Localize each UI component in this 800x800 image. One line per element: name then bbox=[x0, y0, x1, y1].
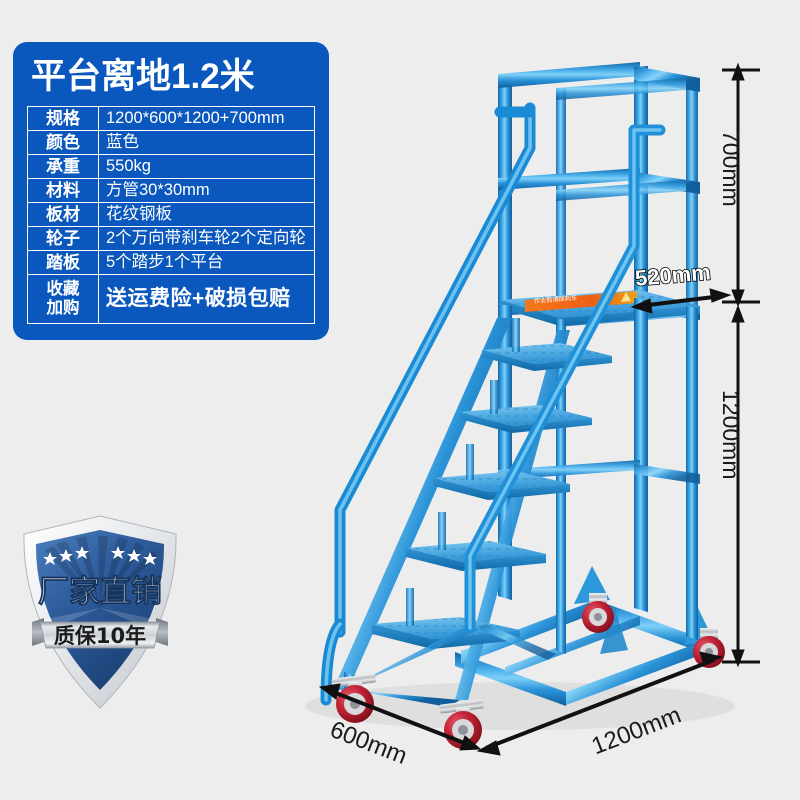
spec-value: 方管30*30mm bbox=[98, 177, 315, 203]
dimension-label-height-lower: 1200mm bbox=[718, 390, 744, 480]
promo-key: 收藏 加购 bbox=[27, 274, 99, 324]
panel-title: 平台离地1.2米 bbox=[31, 57, 255, 96]
badge-banner-text: 质保10年 bbox=[54, 624, 146, 648]
dimension-arrows bbox=[318, 62, 760, 756]
table-row: 颜色 蓝色 bbox=[27, 129, 315, 155]
spec-value: 550kg bbox=[98, 153, 315, 179]
promo-key-line2: 加购 bbox=[46, 298, 80, 317]
spec-value: 蓝色 bbox=[98, 129, 315, 155]
dimension-label-height-upper: 700mm bbox=[718, 130, 744, 207]
table-row: 规格 1200*600*1200+700mm bbox=[27, 105, 315, 131]
promo-key-line1: 收藏 bbox=[46, 280, 80, 299]
promo-row: 收藏 加购 送运费险+破损包赔 bbox=[27, 274, 315, 324]
stair-assembly bbox=[333, 318, 612, 700]
spec-value: 花纹钢板 bbox=[98, 201, 315, 227]
spec-key: 轮子 bbox=[27, 225, 99, 251]
spec-key: 承重 bbox=[27, 153, 99, 179]
svg-text:作业前请踩刹车: 作业前请踩刹车 bbox=[534, 294, 578, 305]
table-row: 板材 花纹钢板 bbox=[27, 201, 315, 227]
table-row: 轮子 2个万向带刹车轮2个定向轮 bbox=[27, 225, 315, 251]
casters bbox=[331, 593, 725, 749]
table-row: 承重 550kg bbox=[27, 153, 315, 179]
shield-body bbox=[35, 530, 165, 690]
spec-value: 2个万向带刹车轮2个定向轮 bbox=[98, 225, 315, 251]
badge-main-text: 厂家直销 bbox=[38, 574, 162, 610]
spec-key: 踏板 bbox=[27, 249, 99, 276]
spec-value: 1200*600*1200+700mm bbox=[98, 105, 315, 131]
manufacturer-badge: 厂家直销 质保10年 bbox=[14, 512, 186, 712]
shield-stars bbox=[43, 546, 157, 565]
spec-key: 规格 bbox=[27, 105, 99, 131]
promo-value: 送运费险+破损包赔 bbox=[98, 274, 315, 324]
spec-key: 板材 bbox=[27, 201, 99, 227]
spec-panel: 平台离地1.2米 规格 1200*600*1200+700mm 颜色 蓝色 承重… bbox=[13, 42, 329, 340]
handrail bbox=[320, 102, 666, 706]
table-row: 踏板 5个踏步1个平台 bbox=[27, 249, 315, 276]
table-row: 材料 方管30*30mm bbox=[27, 177, 315, 203]
badge-banner bbox=[39, 621, 161, 649]
spec-value: 5个踏步1个平台 bbox=[98, 249, 315, 276]
guardrail-top bbox=[498, 62, 700, 201]
spec-table: 规格 1200*600*1200+700mm 颜色 蓝色 承重 550kg 材料… bbox=[27, 105, 315, 324]
spec-key: 颜色 bbox=[27, 129, 99, 155]
spec-key: 材料 bbox=[27, 177, 99, 203]
